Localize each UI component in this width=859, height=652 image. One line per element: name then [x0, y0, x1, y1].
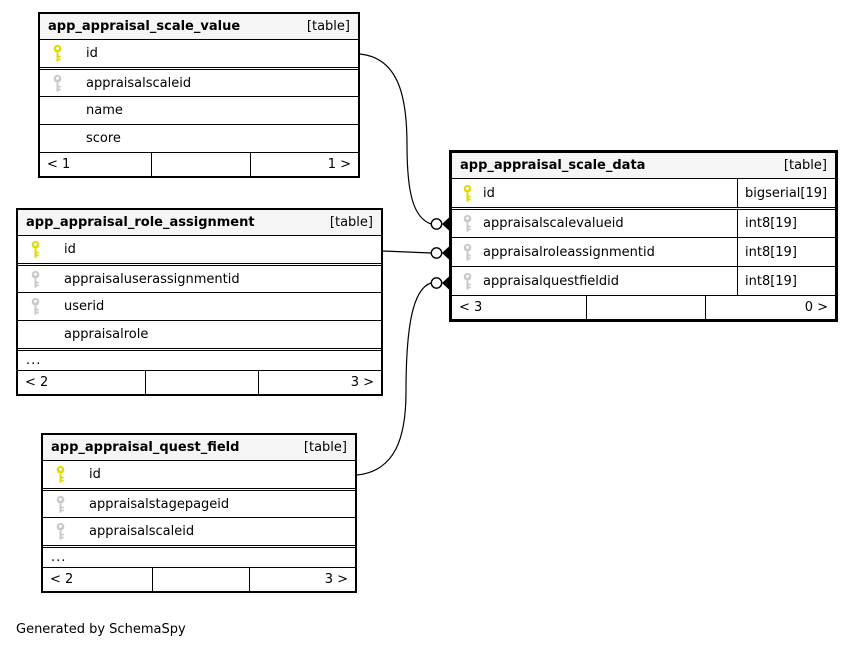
- column-row: appraisalscalevalueid int8[19]: [452, 209, 835, 238]
- footer-children-count: < 2: [25, 375, 49, 390]
- primary-key-icon: [462, 184, 483, 203]
- footer-parents-count: 1 >: [249, 153, 358, 176]
- footer-mid-cell: [151, 153, 250, 176]
- column-row: appraisalroleassignmentid int8[19]: [452, 238, 835, 267]
- schemaspy-credit: Generated by SchemaSpy: [16, 622, 186, 637]
- connector-role-assignment-to-scale-data: [382, 250, 432, 254]
- table-type-tag: [table]: [783, 158, 827, 173]
- more-columns-row: ...: [43, 547, 355, 568]
- footer-mid-cell: [586, 296, 705, 319]
- footer-mid-cell: [145, 371, 258, 394]
- foreign-key-icon: [30, 297, 64, 316]
- connector-arrow-icon: [442, 217, 449, 231]
- column-name: id: [86, 46, 98, 61]
- column-row: appraisalrole: [18, 321, 381, 349]
- column-name: score: [86, 131, 121, 146]
- column-row: id: [18, 236, 381, 264]
- table-app-appraisal-scale-value[interactable]: app_appraisal_scale_value [table] id app…: [38, 12, 360, 178]
- column-name: name: [86, 103, 123, 118]
- table-title[interactable]: app_appraisal_scale_data: [460, 158, 646, 173]
- table-footer: < 2 3 >: [18, 371, 381, 394]
- table-type-tag: [table]: [329, 215, 373, 230]
- column-name: appraisalrole: [64, 327, 149, 342]
- foreign-key-icon: [462, 243, 483, 262]
- column-type: int8[19]: [745, 273, 797, 289]
- column-name: appraisalquestfieldid: [483, 273, 620, 289]
- more-columns-row: ...: [18, 350, 381, 371]
- column-row: appraisalstagepageid: [43, 490, 355, 518]
- column-name-cell: appraisalscalevalueid: [452, 210, 738, 237]
- table-header[interactable]: app_appraisal_quest_field [table]: [43, 435, 355, 461]
- column-name: appraisalscalevalueid: [483, 216, 624, 231]
- connector-endpoint-circle-icon: [430, 277, 443, 289]
- connector-arrow-icon: [442, 276, 449, 290]
- table-app-appraisal-quest-field[interactable]: app_appraisal_quest_field [table] id app…: [41, 433, 357, 593]
- table-type-tag: [table]: [306, 19, 350, 34]
- footer-parents-count: 0 >: [704, 296, 835, 319]
- column-row: id: [40, 40, 358, 68]
- primary-key-icon: [55, 465, 89, 484]
- table-header[interactable]: app_appraisal_scale_data [table]: [452, 153, 835, 179]
- connector-endpoint-circle-icon: [430, 218, 443, 230]
- table-title[interactable]: app_appraisal_role_assignment: [26, 215, 255, 230]
- primary-key-icon: [30, 240, 64, 259]
- table-app-appraisal-role-assignment[interactable]: app_appraisal_role_assignment [table] id…: [16, 208, 383, 396]
- column-name-cell: appraisalquestfieldid: [452, 267, 738, 295]
- column-row: score: [40, 125, 358, 153]
- table-app-appraisal-scale-data[interactable]: app_appraisal_scale_data [table] id bigs…: [449, 150, 838, 322]
- column-type: bigserial[19]: [745, 185, 828, 201]
- column-row: name: [40, 97, 358, 125]
- column-name: id: [89, 467, 101, 482]
- column-row: appraisalscaleid: [40, 69, 358, 97]
- column-type: int8[19]: [745, 216, 797, 231]
- footer-parents-count: 3 >: [248, 568, 355, 591]
- connector-quest-field-to-scale-data: [356, 282, 432, 476]
- column-row: appraisalscaleid: [43, 518, 355, 546]
- connector-scale-value-to-scale-data: [359, 53, 432, 225]
- column-name-cell: appraisalroleassignmentid: [452, 238, 738, 266]
- connector-endpoint-circle-icon: [430, 247, 443, 259]
- column-type: int8[19]: [745, 244, 797, 260]
- table-header[interactable]: app_appraisal_scale_value [table]: [40, 14, 358, 40]
- table-title[interactable]: app_appraisal_quest_field: [51, 440, 240, 455]
- column-name-cell: id: [452, 179, 738, 207]
- foreign-key-icon: [52, 74, 86, 93]
- column-name: appraisalstagepageid: [89, 496, 230, 512]
- primary-key-icon: [52, 44, 86, 63]
- ellipsis-label: ...: [51, 550, 67, 565]
- footer-children-count: < 2: [50, 572, 74, 587]
- table-title[interactable]: app_appraisal_scale_value: [48, 19, 241, 34]
- column-row: appraisalquestfieldid int8[19]: [452, 267, 835, 296]
- footer-children-count: < 3: [459, 300, 483, 315]
- column-row: appraisaluserassignmentid: [18, 265, 381, 293]
- column-row: id bigserial[19]: [452, 179, 835, 208]
- footer-mid-cell: [152, 568, 249, 591]
- column-name: appraisalroleassignmentid: [483, 244, 655, 260]
- table-footer: < 3 0 >: [452, 296, 835, 319]
- foreign-key-icon: [462, 272, 483, 291]
- footer-parents-count: 3 >: [257, 371, 381, 394]
- table-footer: < 1 1 >: [40, 153, 358, 176]
- table-header[interactable]: app_appraisal_role_assignment [table]: [18, 210, 381, 236]
- ellipsis-label: ...: [26, 353, 42, 368]
- column-name: appraisalscaleid: [89, 524, 195, 539]
- foreign-key-icon: [462, 214, 483, 233]
- column-name: appraisaluserassignmentid: [64, 271, 240, 287]
- column-name: id: [64, 242, 76, 257]
- foreign-key-icon: [55, 495, 89, 514]
- table-footer: < 2 3 >: [43, 568, 355, 591]
- column-row: id: [43, 461, 355, 489]
- column-name: appraisalscaleid: [86, 75, 192, 91]
- foreign-key-icon: [30, 270, 64, 289]
- column-name: id: [483, 185, 495, 201]
- foreign-key-icon: [55, 522, 89, 541]
- column-name: userid: [64, 299, 105, 314]
- footer-children-count: < 1: [47, 157, 71, 172]
- column-row: userid: [18, 293, 381, 321]
- connector-arrow-icon: [442, 246, 449, 260]
- table-type-tag: [table]: [303, 440, 347, 455]
